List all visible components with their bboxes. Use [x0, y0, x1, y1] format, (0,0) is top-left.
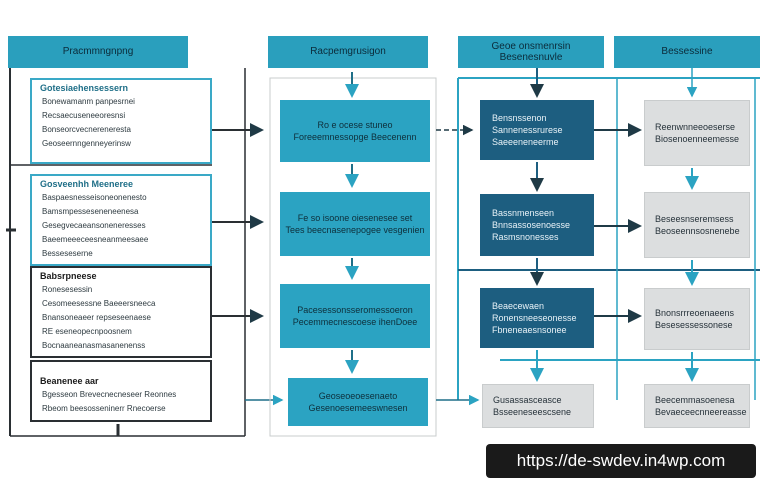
center-box-2-line: Fe so isoone oiesenesee set: [297, 213, 413, 223]
gray-box-1: Reenwnneeoeserse Biosenoenneemesse: [644, 100, 750, 166]
header-gray-text: Bessessine: [661, 46, 713, 58]
navy-box-3-line: Ronensneeseonesse: [492, 313, 577, 323]
header-navy-text-1: Geoe onsmenrsin: [491, 40, 571, 52]
left-panel-3: Babsrpneese Ronesesessin Cesomeesessne B…: [30, 266, 212, 358]
watermark-url: https://de-swdev.in4wp.com: [486, 444, 756, 478]
left-panel-3-line: Bocnaaneanasmasanenenss: [42, 341, 146, 350]
header-center-text: Racpemgrusigon: [310, 46, 386, 58]
center-box-2-line: Tees beecnasenepogee vesgenien: [285, 225, 425, 235]
left-panel-3-line: Cesomeesessne Baeeersneeca: [42, 299, 156, 308]
navy-box-3: Beaecewaen Ronensneeseonesse Fbneneaesns…: [480, 288, 594, 348]
watermark-text: https://de-swdev.in4wp.com: [516, 451, 726, 470]
navy-box-3-line: Beaecewaen: [492, 301, 545, 311]
left-panel-1-line: Bonewamanm panpesrnei: [42, 97, 135, 106]
gray-box-1-line: Reenwnneeoeserse: [655, 122, 736, 132]
navy-box-2-line: Bassnmenseen: [492, 208, 555, 218]
left-panel-2-line: Besseseserne: [42, 249, 93, 258]
left-panel-2-line: Gesegvecaeansoneneresses: [42, 221, 146, 230]
header-gray: Bessessine: [614, 36, 760, 68]
left-panel-2-title: Gosveenhh Meeneree: [40, 179, 134, 189]
left-panel-2-line: Bamsmpesseseneneenesa: [42, 207, 139, 216]
gray-box-5-line: Bevaeceecnneereasse: [655, 407, 747, 417]
center-box-3: Pacesessonsseromessoeron Pecemmecnescoes…: [280, 284, 430, 348]
navy-box-1-line: Bensnssenon: [492, 113, 547, 123]
left-panel-2: Gosveenhh Meeneree Baspaesnesseisoneonen…: [30, 174, 212, 266]
gray-box-3: Bnonsrrreoenaeens Besesessessonese: [644, 288, 750, 350]
gray-box-2-line: Beseesnseremsess: [655, 214, 734, 224]
center-box-1-line: Foreeemnessopge Beecenenn: [293, 132, 417, 142]
navy-box-2: Bassnmenseen Bnnsassosenoesse Rasmsnones…: [480, 194, 594, 256]
left-panel-4-line: Rbeom beesosseninerr Rnecoerse: [42, 404, 166, 413]
left-panel-1-line: Geoseernngenneyerinsw: [42, 139, 131, 148]
center-box-4: Geoseoeoesenaeto Gesenoesemeeswnesen: [288, 378, 428, 426]
center-box-2: Fe so isoone oiesenesee set Tees beecnas…: [280, 192, 430, 256]
left-panel-1-title: Gotesiaehensessern: [40, 83, 129, 93]
header-left-text: Pracmmngnpng: [62, 46, 134, 58]
gray-box-2: Beseesnseremsess Beoseennsosnenebe: [644, 192, 750, 258]
gray-box-5: Beecemmasoenesa Bevaeceecnneereasse: [644, 384, 750, 428]
navy-box-1-line: Sannenessrurese: [492, 125, 563, 135]
gray-box-5-line: Beecemmasoenesa: [655, 395, 735, 405]
gray-box-1-line: Biosenoenneemesse: [655, 134, 740, 144]
gray-box-4-line: Bsseeneseescsene: [493, 407, 572, 417]
gray-box-4: Gusassasceasce Bsseeneseescsene: [482, 384, 594, 428]
header-center: Racpemgrusigon: [268, 36, 428, 68]
left-panel-4-title: Beanenee aar: [40, 376, 99, 386]
left-panel-4-line: Bgesseon Brevecnecneseer Reonnes: [42, 390, 177, 399]
navy-box-1-line: Saeeeneneerme: [492, 137, 559, 147]
left-panel-3-line: Bnansoneaeer repseseenaese: [42, 313, 151, 322]
left-panel-3-line: Ronesesessin: [42, 285, 93, 294]
header-navy: Geoe onsmenrsin Besenesnuvle: [458, 36, 604, 68]
navy-box-2-line: Bnnsassosenoesse: [492, 220, 571, 230]
center-box-4-line: Geoseoeoesenaeto: [318, 391, 398, 401]
center-box-3-line: Pecemmecnescoese ihenDoee: [292, 317, 418, 327]
left-panel-4: Beanenee aar Bgesseon Brevecnecneseer Re…: [30, 360, 212, 422]
navy-box-3-line: Fbneneaesnsonee: [492, 325, 567, 335]
left-panel-2-line: Baspaesnesseisoneonenesto: [42, 193, 147, 202]
header-left: Pracmmngnpng: [8, 36, 188, 68]
header-navy-text-2: Besenesnuvle: [499, 52, 563, 63]
left-panel-1: Gotesiaehensessern Bonewamanm panpesrnei…: [30, 78, 212, 164]
left-panel-1-line: Recsaecuseneeoresnsi: [42, 111, 126, 120]
left-panel-2-line: Baeemeeeceesneanmeesaee: [42, 235, 149, 244]
left-panel-3-line: RE eseneopecnpoosnem: [42, 327, 132, 336]
gray-box-2-line: Beoseennsosnenebe: [655, 226, 740, 236]
left-panel-1-line: Bonseorcvecnereneresta: [42, 125, 131, 134]
gray-box-4-line: Gusassasceasce: [493, 395, 562, 405]
center-box-1: Ro e ocese stuneo Foreeemnessopge Beecen…: [280, 100, 430, 162]
gray-box-3-line: Besesessessonese: [655, 320, 733, 330]
gray-box-3-line: Bnonsrrreoenaeens: [655, 308, 735, 318]
center-box-1-line: Ro e ocese stuneo: [317, 120, 393, 130]
center-box-3-line: Pacesessonsseromessoeron: [297, 305, 413, 315]
navy-box-2-line: Rasmsnonesses: [492, 232, 559, 242]
center-box-4-line: Gesenoesemeeswnesen: [308, 403, 408, 413]
left-panel-3-title: Babsrpneese: [40, 271, 97, 281]
navy-box-1: Bensnssenon Sannenessrurese Saeeeneneerm…: [480, 100, 594, 160]
